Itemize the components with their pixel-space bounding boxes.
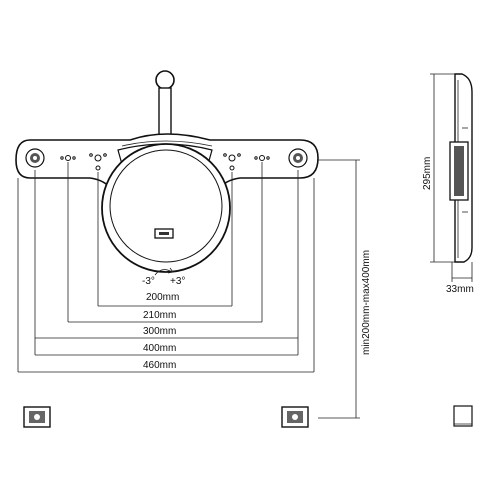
dim-295: 295mm <box>422 157 433 190</box>
left-screw-icon <box>25 148 45 168</box>
dim-200: 200mm <box>146 292 179 303</box>
curved-arrow-icon <box>154 269 173 276</box>
top-handle <box>155 70 175 139</box>
left-mounting-pad-icon <box>23 406 51 428</box>
dim-460: 460mm <box>143 360 176 371</box>
right-mounting-pad-icon <box>281 406 309 428</box>
tilt-indicator: -3° +3° <box>142 267 185 287</box>
side-view: 295mm 33mm <box>422 73 474 427</box>
mounting-holes <box>60 153 270 171</box>
rotation-disc <box>101 143 231 273</box>
dim-400: 400mm <box>143 343 176 354</box>
tilt-minus-label: -3° <box>142 276 155 287</box>
dim-33: 33mm <box>446 284 474 295</box>
dimension-lines <box>18 305 314 373</box>
vertical-range-dimension: min200mm-max400mm <box>318 159 372 419</box>
front-view: -3° +3° 200mm 210mm 300mm 400mm <box>15 70 319 373</box>
dim-210: 210mm <box>143 310 176 321</box>
vertical-range-label: min200mm-max400mm <box>361 250 372 355</box>
side-mounting-pad-icon <box>453 405 473 427</box>
right-screw-icon <box>288 148 308 168</box>
extension-lines <box>17 162 315 372</box>
dim-300: 300mm <box>143 326 176 337</box>
tilt-plus-label: +3° <box>170 276 185 287</box>
